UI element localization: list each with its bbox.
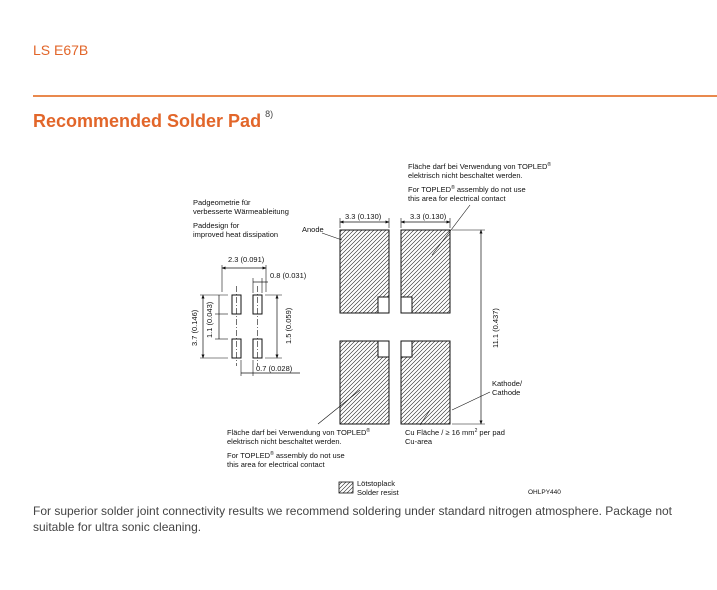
padgeom-de-line2: verbesserte Wärmeableitung	[193, 207, 289, 216]
cu-area-sup: 2	[475, 428, 478, 434]
note-top-en-line1: For TOPLED® assembly do not use	[408, 184, 526, 194]
note-bot-en-line1: For TOPLED® assembly do not use	[227, 450, 345, 460]
registered-mark: ®	[366, 427, 370, 434]
note-top-de-text: Fläche darf bei Verwendung von TOPLED	[408, 162, 548, 171]
legend-swatch	[338, 481, 354, 494]
cu-area-line1: Cu Fläche / ≥ 16 mm2 per pad	[405, 428, 505, 437]
registered-mark: ®	[451, 184, 455, 191]
note-bot-de-text: Fläche darf bei Verwendung von TOPLED	[227, 428, 367, 437]
padgeom-en-line2: improved heat dissipation	[193, 230, 278, 239]
padgeom-de-line1: Padgeometrie für	[193, 198, 251, 207]
anode-label: Anode	[302, 225, 324, 234]
note-bot-en-line2: this area for electrical contact	[227, 460, 325, 469]
padgeom-en-line1: Paddesign for	[193, 221, 240, 230]
dim-1-1-label: 1.1 (0.043)	[205, 301, 214, 338]
note-bot-en-a: For TOPLED	[227, 451, 271, 460]
note-top-en-b: assembly do not use	[455, 185, 526, 194]
dim-11-1-label: 11.1 (0.437)	[491, 308, 500, 348]
registered-mark: ®	[270, 450, 274, 457]
note-top-en-line2: this area for electrical contact	[408, 194, 506, 203]
dim-3-3-right-label: 3.3 (0.130)	[410, 212, 447, 221]
drawing-id: OHLPY440	[528, 489, 561, 496]
header-rule	[33, 95, 717, 97]
registered-mark: ®	[547, 161, 551, 168]
dim-3-7-label: 3.7 (0.146)	[190, 309, 199, 346]
cu-area-text: Cu Fläche / ≥ 16 mm	[405, 428, 475, 437]
section-title-text: Recommended Solder Pad	[33, 111, 262, 131]
solder-pad-drawing: Padgeometrie für verbesserte Wärmeableit…	[190, 161, 561, 497]
dim-2-3-label: 2.3 (0.091)	[228, 255, 265, 264]
note-top-de-line1: Fläche darf bei Verwendung von TOPLED®	[408, 161, 551, 171]
document-id: LS E67B	[33, 42, 89, 58]
dim-0-7-label: 0.7 (0.028)	[256, 364, 293, 373]
cu-area-line2: Cu-area	[405, 437, 433, 446]
legend-en: Solder resist	[357, 488, 400, 497]
note-top-de-line2: elektrisch nicht beschaltet werden.	[408, 171, 523, 180]
footer-note: For superior solder joint connectivity r…	[33, 504, 672, 534]
section-footnote: 8)	[265, 109, 274, 119]
kathode-line1: Kathode/	[492, 379, 523, 388]
note-bot-de-line1: Fläche darf bei Verwendung von TOPLED®	[227, 427, 370, 437]
cu-area-suffix: per pad	[477, 428, 505, 437]
legend-de: Lötstoplack	[357, 479, 395, 488]
large-pads	[317, 204, 491, 426]
note-bot-en-b: assembly do not use	[274, 451, 345, 460]
small-footprint	[200, 265, 300, 376]
note-bot-de-line2: elektrisch nicht beschaltet werden.	[227, 437, 342, 446]
dim-0-8-label: 0.8 (0.031)	[270, 271, 307, 280]
kathode-line2: Cathode	[492, 388, 520, 397]
dim-3-3-left-label: 3.3 (0.130)	[345, 212, 382, 221]
dim-1-5-label: 1.5 (0.059)	[284, 307, 293, 344]
note-top-en-a: For TOPLED	[408, 185, 452, 194]
